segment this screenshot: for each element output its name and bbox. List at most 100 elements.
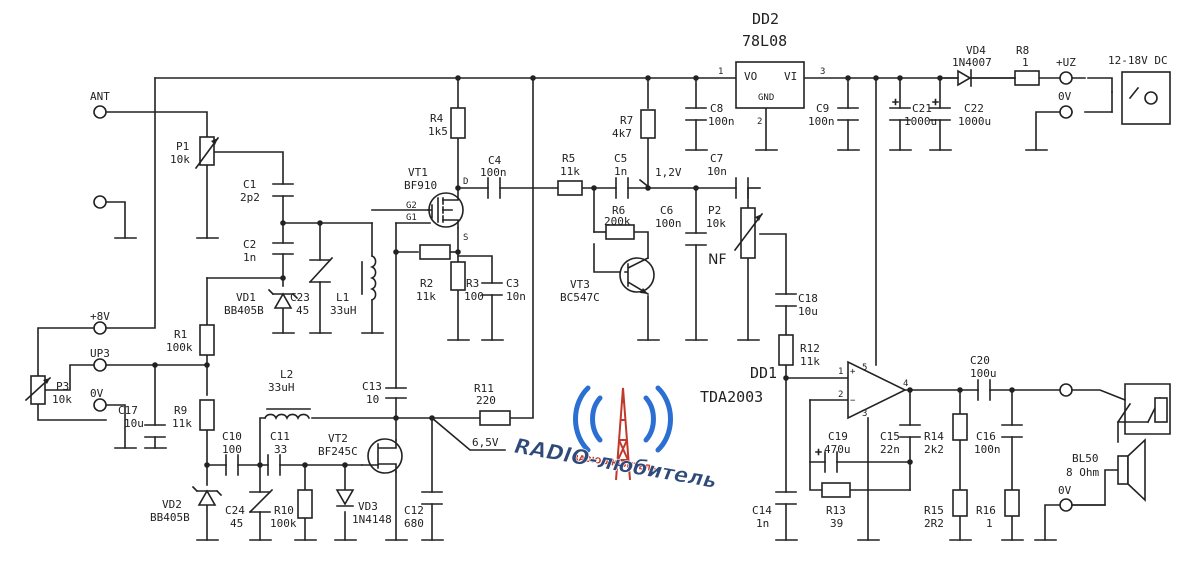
vt3-transistor: [619, 256, 655, 296]
inductor-symbols: [263, 254, 377, 420]
dd1-amplifier: [847, 360, 907, 420]
l2-val: 33uH: [268, 381, 295, 394]
ant-label: ANT: [90, 90, 110, 103]
c6-val: 100n: [655, 217, 682, 230]
dc-label: 12-18V DC: [1108, 54, 1168, 67]
ov-right-label: 0V: [1058, 90, 1072, 103]
vd2-val: BB405B: [150, 511, 190, 524]
c8-name: C8: [710, 102, 723, 115]
c16-val: 100n: [974, 443, 1001, 456]
vd1-val: BB405B: [224, 304, 264, 317]
junction-dots: [152, 75, 1015, 468]
up3-label: UP3: [90, 347, 110, 360]
c18-val: 10u: [798, 305, 818, 318]
c10-name: C10: [222, 430, 242, 443]
r2-name: R2: [420, 277, 433, 290]
r10-val2: 100k: [270, 517, 297, 530]
ov-left-label: 0V: [90, 387, 104, 400]
radio-waves-icon: [572, 385, 674, 453]
c4-name: C4: [488, 154, 502, 167]
p2-name: P2: [708, 204, 721, 217]
dd2-regulator: [735, 61, 805, 109]
c11-name: C11: [270, 430, 290, 443]
dd1-part: TDA2003: [700, 388, 763, 406]
c23-val: 45: [296, 304, 309, 317]
vt1-s: S: [463, 233, 468, 243]
c4-val: 100n: [480, 166, 507, 179]
l2-name: L2: [280, 368, 293, 381]
r4-val: 1k5: [428, 125, 448, 138]
dd2-gnd: GND: [758, 93, 774, 103]
ground-symbols: [114, 149, 1057, 541]
c10-val: 100: [222, 443, 242, 456]
c5-name: C5: [614, 152, 627, 165]
vt1-transistor: [427, 189, 464, 229]
resistor-symbols: [30, 70, 1040, 519]
c16-name: C16: [976, 430, 996, 443]
vd2-name: VD2: [162, 498, 182, 511]
c8-val: 100n: [708, 115, 735, 128]
p1-name: P1: [176, 140, 189, 153]
r7-val: 4k7: [612, 127, 632, 140]
r11-val: 220: [476, 394, 496, 407]
c21-name: C21: [912, 102, 932, 115]
c13-val: 10: [366, 393, 379, 406]
terminal-pads: [93, 71, 1073, 512]
vt3-val: BC547C: [560, 291, 600, 304]
c20-val: 100u: [970, 367, 997, 380]
c14-name: C14: [752, 504, 772, 517]
r5-name: R5: [562, 152, 575, 165]
r16-val: 1: [986, 517, 993, 530]
vt3-name: VT3: [570, 278, 590, 291]
r8-name: R8: [1016, 44, 1029, 57]
dd1-pin3: 3: [862, 409, 867, 419]
radio-tower-icon: [615, 387, 631, 481]
r3-val: 100: [464, 290, 484, 303]
nf-label: NF: [708, 252, 727, 268]
c5-val: 1n: [614, 165, 627, 178]
r6-val: 200k: [604, 215, 631, 228]
dd1-pin2: 2: [838, 390, 843, 400]
r13-name: R13: [826, 504, 846, 517]
vt2-val: BF245C: [318, 445, 358, 458]
vd3-val: 1N4148: [352, 513, 392, 526]
v12-label: 1,2V: [655, 166, 682, 179]
c15-val: 22n: [880, 443, 900, 456]
p1-val: 10k: [170, 153, 190, 166]
vt1-g2: G2: [406, 201, 417, 211]
vt1-name: VT1: [408, 166, 428, 179]
vt1-g1: G1: [406, 213, 417, 223]
c19-val: 470u: [824, 443, 851, 456]
c3-val: 10n: [506, 290, 526, 303]
vt1-d: D: [463, 177, 468, 187]
bl-val: 8 Ohm: [1066, 466, 1099, 479]
ov-spk-label: 0V: [1058, 484, 1072, 497]
c2-name: C2: [243, 238, 256, 251]
dd2-vo: VO: [744, 70, 757, 83]
c20-name: C20: [970, 354, 990, 367]
r1-name: R1: [174, 328, 187, 341]
c19-name: C19: [828, 430, 848, 443]
c11-val: 33: [274, 443, 287, 456]
r8-val: 1: [1022, 56, 1029, 69]
dc-socket: [1111, 71, 1171, 125]
r11-name: R11: [474, 382, 494, 395]
r13-val: 39: [830, 517, 843, 530]
dd1-pin5: 5: [862, 363, 867, 373]
c9-name: C9: [816, 102, 829, 115]
vd1-name: VD1: [236, 291, 256, 304]
vt2-name: VT2: [328, 432, 348, 445]
c24-name: C24: [225, 504, 245, 517]
r16-name: R16: [976, 504, 996, 517]
c24-val: 45: [230, 517, 243, 530]
vd4-val: 1N4007: [952, 56, 992, 69]
dd2-pin1: 1: [718, 67, 723, 77]
dd2-part: 78L08: [742, 32, 787, 50]
c14-val: 1n: [756, 517, 769, 530]
c1-name: C1: [243, 178, 256, 191]
r2-val: 11k: [416, 290, 436, 303]
c17-val: 10u: [124, 417, 144, 430]
p8v-label: +8V: [90, 310, 110, 323]
dd1-pin4: 4: [903, 379, 908, 389]
headphone-jack: [1071, 383, 1171, 435]
